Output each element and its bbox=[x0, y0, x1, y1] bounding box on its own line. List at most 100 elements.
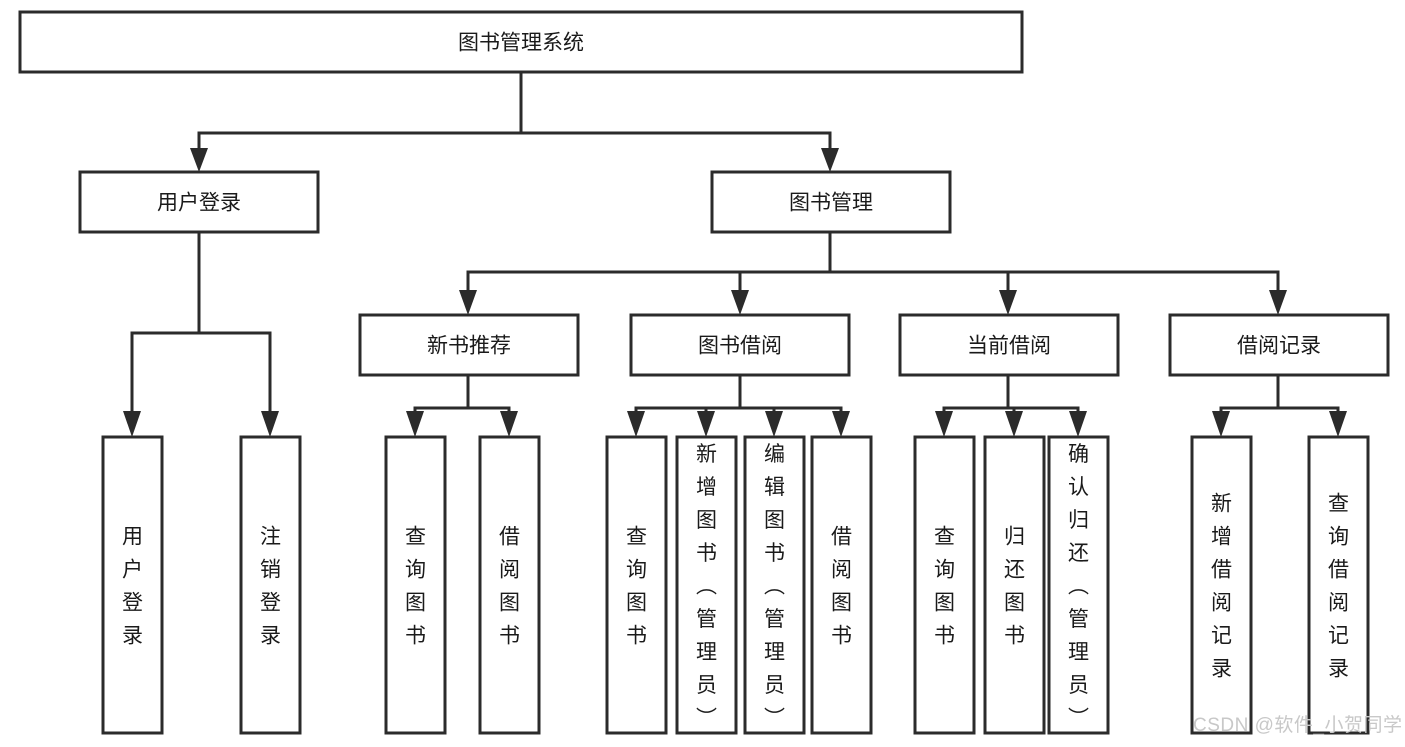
node-leaf-query-book-2-box[interactable] bbox=[605, 435, 668, 735]
arrow-head-leaf-query-book-1 bbox=[406, 411, 424, 437]
svg-text:归: 归 bbox=[1004, 526, 1025, 549]
svg-text:图: 图 bbox=[934, 592, 955, 615]
node-leaf-edit-book-box[interactable] bbox=[743, 435, 806, 735]
svg-text:登: 登 bbox=[260, 592, 281, 615]
node-leaf-logout-login-box[interactable] bbox=[239, 435, 302, 735]
node-leaf-query-book-1-box[interactable] bbox=[384, 435, 447, 735]
arrow-head-leaf-query-book-3 bbox=[935, 411, 953, 437]
svg-text:书: 书 bbox=[405, 625, 426, 648]
arrow-head-leaf-borrow-book-2 bbox=[832, 411, 850, 437]
svg-text:书: 书 bbox=[626, 625, 647, 648]
node-borrow-record[interactable]: 借阅记录 bbox=[1168, 313, 1390, 377]
node-leaf-borrow-book-2-box[interactable] bbox=[810, 435, 873, 735]
arrow-head-book-manage bbox=[821, 148, 839, 172]
node-leaf-add-book-box[interactable] bbox=[675, 435, 738, 735]
svg-text:图: 图 bbox=[405, 592, 426, 615]
svg-text:询: 询 bbox=[626, 559, 647, 582]
arrow-head-leaf-add-record bbox=[1212, 411, 1230, 437]
node-current-borrow-box[interactable] bbox=[898, 313, 1120, 377]
node-leaf-return-book-box[interactable] bbox=[983, 435, 1046, 735]
svg-text:认: 认 bbox=[1068, 476, 1089, 499]
node-user-login[interactable]: 用户登录 bbox=[78, 170, 320, 234]
node-leaf-query-record-box[interactable] bbox=[1307, 435, 1370, 735]
node-book-manage[interactable]: 图书管理 bbox=[710, 170, 952, 234]
svg-text:登: 登 bbox=[122, 592, 143, 615]
node-user-login-box[interactable] bbox=[78, 170, 320, 234]
arrow-head-leaf-add-book bbox=[697, 411, 715, 437]
node-leaf-add-record-box[interactable] bbox=[1190, 435, 1253, 735]
svg-text:归: 归 bbox=[1068, 509, 1089, 532]
svg-text:）: ） bbox=[762, 707, 785, 728]
svg-text:查: 查 bbox=[1328, 493, 1349, 516]
svg-text:管: 管 bbox=[1068, 608, 1089, 631]
arrow-head-leaf-return-book bbox=[1005, 411, 1023, 437]
svg-text:图: 图 bbox=[831, 592, 852, 615]
arrow-head-leaf-user-login bbox=[123, 411, 141, 437]
svg-text:借: 借 bbox=[499, 526, 520, 549]
svg-text:图: 图 bbox=[764, 509, 785, 532]
svg-text:理: 理 bbox=[696, 641, 717, 664]
svg-text:查: 查 bbox=[934, 526, 955, 549]
arrow-head-leaf-edit-book bbox=[765, 411, 783, 437]
svg-text:录: 录 bbox=[1328, 658, 1349, 681]
node-book-manage-box[interactable] bbox=[710, 170, 952, 234]
svg-text:阅: 阅 bbox=[1211, 592, 1232, 615]
svg-text:询: 询 bbox=[405, 559, 426, 582]
node-book-borrow[interactable]: 图书借阅 bbox=[629, 313, 851, 377]
node-new-book-recommend[interactable]: 新书推荐 bbox=[358, 313, 580, 377]
svg-text:录: 录 bbox=[122, 625, 143, 648]
svg-text:新: 新 bbox=[1211, 493, 1232, 516]
node-root-box[interactable] bbox=[18, 10, 1024, 74]
svg-text:管: 管 bbox=[696, 608, 717, 631]
node-leaf-user-login-box[interactable] bbox=[101, 435, 164, 735]
svg-text:询: 询 bbox=[1328, 526, 1349, 549]
node-borrow-record-box[interactable] bbox=[1168, 313, 1390, 377]
node-leaf-query-book-3-box[interactable] bbox=[913, 435, 976, 735]
svg-text:录: 录 bbox=[260, 625, 281, 648]
svg-text:理: 理 bbox=[1068, 641, 1089, 664]
csdn-watermark: CSDN @软件_小贺同学 bbox=[1193, 714, 1402, 736]
node-new-book-recommend-label: 新书推荐 bbox=[427, 335, 511, 358]
arrow-head-leaf-logout-login bbox=[261, 411, 279, 437]
node-new-book-recommend-box[interactable] bbox=[358, 313, 580, 377]
svg-text:编: 编 bbox=[764, 443, 785, 466]
svg-text:确: 确 bbox=[1068, 443, 1089, 466]
arrow-head-borrow-record bbox=[1269, 290, 1287, 315]
svg-text:）: ） bbox=[694, 707, 717, 728]
svg-text:员: 员 bbox=[696, 674, 717, 697]
svg-text:员: 员 bbox=[1068, 674, 1089, 697]
svg-text:书: 书 bbox=[831, 625, 852, 648]
svg-text:员: 员 bbox=[764, 674, 785, 697]
node-book-borrow-box[interactable] bbox=[629, 313, 851, 377]
node-root[interactable]: 图书管理系统 bbox=[18, 10, 1024, 74]
svg-text:书: 书 bbox=[764, 542, 785, 565]
svg-text:图: 图 bbox=[1004, 592, 1025, 615]
arrow-head-leaf-borrow-book-1 bbox=[500, 411, 518, 437]
arrow-head-leaf-query-record bbox=[1329, 411, 1347, 437]
node-leaf-borrow-book-1-box[interactable] bbox=[478, 435, 541, 735]
arrow-head-leaf-query-book-2 bbox=[627, 411, 645, 437]
node-leaf-confirm-return-box[interactable] bbox=[1047, 435, 1110, 735]
node-current-borrow[interactable]: 当前借阅 bbox=[898, 313, 1120, 377]
svg-text:图: 图 bbox=[696, 509, 717, 532]
node-leaf-user-login[interactable]: 用户登录 bbox=[101, 435, 164, 735]
node-leaf-user-login-label: 用户登录 bbox=[122, 526, 143, 648]
svg-text:增: 增 bbox=[1211, 526, 1232, 549]
